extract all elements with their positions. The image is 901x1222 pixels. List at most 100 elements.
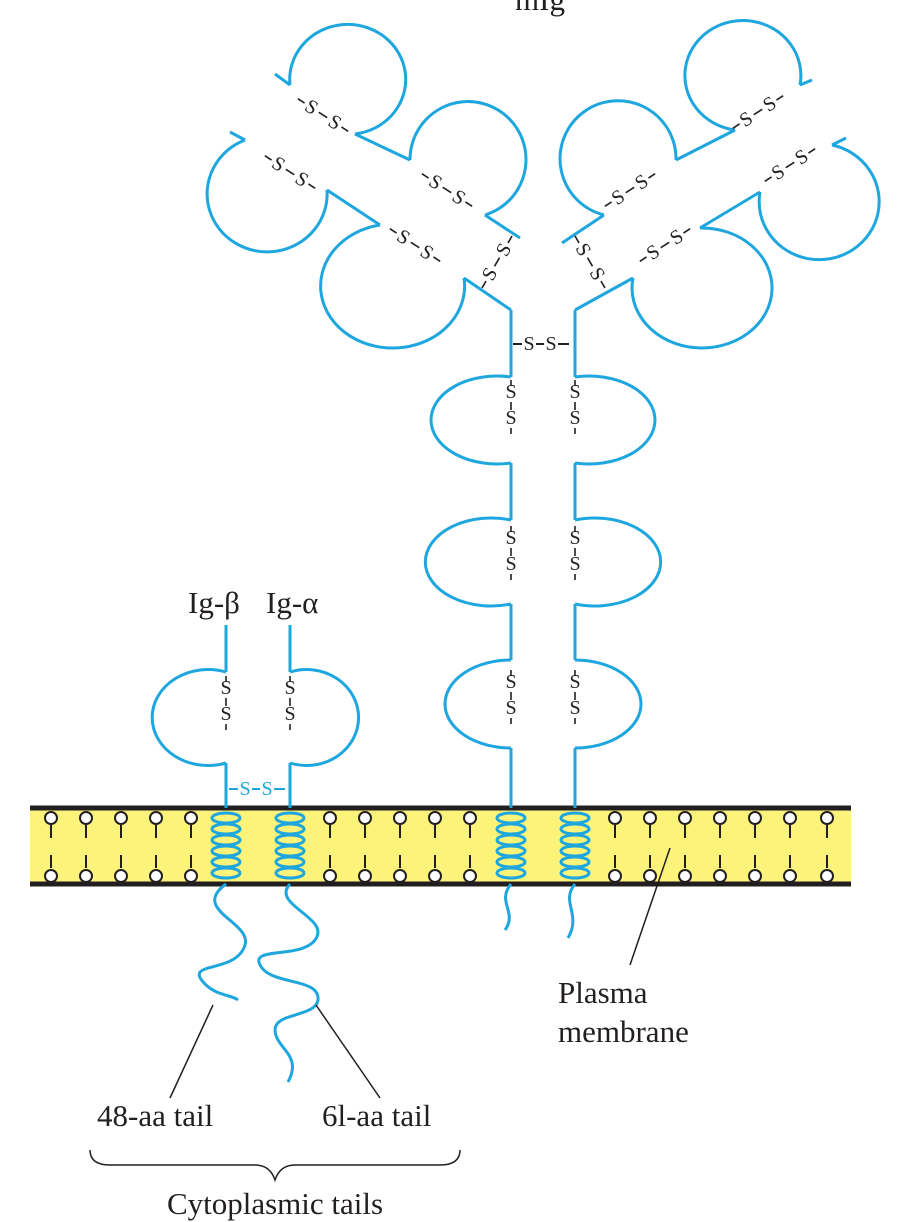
lipid-head xyxy=(184,811,198,825)
sulfur-atom: S xyxy=(569,381,580,403)
mig-left-short-tail xyxy=(503,883,513,931)
heavy-arm-left-tip xyxy=(229,130,246,142)
light-chain-right-base xyxy=(561,213,605,245)
heavy-domain-right-2 xyxy=(574,516,663,608)
bond-dash xyxy=(776,94,784,101)
annotations: Plasma membrane 48-aa tail 6l-aa tail Cy… xyxy=(89,847,689,1221)
ig-alpha-beta-heterodimer: Ig-β Ig-α xyxy=(150,585,360,1083)
bond-dash xyxy=(341,126,349,133)
ig-beta-transmembrane-helix xyxy=(210,811,242,880)
sulfur-atom: S xyxy=(571,240,596,261)
heavy-domain-left-3 xyxy=(443,658,512,750)
bond-dash xyxy=(625,186,635,194)
bond-dash xyxy=(574,235,580,244)
lipid-head xyxy=(149,869,163,883)
sulfur-atom: S xyxy=(569,527,580,549)
light-chain-left-base xyxy=(484,213,521,240)
sulfur-atom: S xyxy=(791,145,812,170)
bond-dash xyxy=(389,227,397,234)
heavy-arm-left-domain-1 xyxy=(319,223,467,350)
lipid-head xyxy=(358,811,372,825)
arm-disulfide: SS xyxy=(389,225,441,265)
light-chain-left-domain-2 xyxy=(288,22,408,136)
lipid-head xyxy=(463,869,477,883)
bond-dash xyxy=(421,172,429,179)
sulfur-atom: S xyxy=(666,225,687,250)
lipid-head xyxy=(358,869,372,883)
lipid-head xyxy=(713,811,727,825)
lipid-head xyxy=(393,869,407,883)
alpha-beta-sulfur-atom: S xyxy=(261,778,272,800)
bond-dash xyxy=(493,257,501,267)
sulfur-atom: S xyxy=(505,527,516,549)
sulfur-atom: S xyxy=(505,553,516,575)
ig-alpha-transmembrane-helix xyxy=(274,811,306,880)
light-chain-right-mid xyxy=(675,128,736,162)
heavy-domain-right-3 xyxy=(574,658,643,750)
ig-beta-cytoplasmic-tail xyxy=(197,882,247,1002)
light-chain-right-domain-2 xyxy=(683,19,803,132)
lipid-head xyxy=(783,869,797,883)
ig-beta-domain xyxy=(150,668,227,767)
tail-61-label: 6l-aa tail xyxy=(322,1098,431,1133)
arm-disulfide: SS xyxy=(264,152,316,192)
heavy-domain-right-1 xyxy=(574,374,657,466)
light-chain-left-mid xyxy=(354,132,411,162)
interchain-sulfur-atom: S xyxy=(523,333,534,355)
lipid-head xyxy=(79,811,93,825)
helix-turn xyxy=(559,866,591,880)
heavy-arm-left-domain-2 xyxy=(205,138,329,254)
lipid-head xyxy=(608,811,622,825)
lipid-head xyxy=(748,869,762,883)
plasma-membrane xyxy=(30,805,851,887)
bond-dash xyxy=(481,280,487,289)
sulfur-atom: S xyxy=(759,92,780,117)
sulfur-atom: S xyxy=(220,677,231,699)
sulfur-atom: S xyxy=(608,185,629,210)
sulfur-atom: S xyxy=(569,553,580,575)
helix-turn xyxy=(274,866,306,880)
lipid-head xyxy=(428,811,442,825)
mig-right-transmembrane-helix xyxy=(559,811,591,880)
lipid-head xyxy=(323,869,337,883)
arm-disulfide: SS xyxy=(478,235,516,289)
mig-label: mIg xyxy=(515,0,565,17)
ig-alpha-label: Ig-α xyxy=(266,585,318,620)
bond-dash xyxy=(507,235,513,244)
sulfur-atom: S xyxy=(505,381,516,403)
lipid-head xyxy=(149,811,163,825)
light-chain-left-tip xyxy=(274,72,291,87)
lipid-head xyxy=(608,869,622,883)
lipid-head xyxy=(713,869,727,883)
arm-disulfide: SS xyxy=(732,92,784,132)
heavy-domain-left-1 xyxy=(429,374,512,466)
cytoplasmic-tails-label: Cytoplasmic tails xyxy=(167,1186,383,1221)
membrane-label-line-2: membrane xyxy=(558,1014,689,1049)
bond-dash xyxy=(433,256,441,263)
sulfur-atom: S xyxy=(284,677,295,699)
sulfur-atom: S xyxy=(425,170,446,195)
bond-dash xyxy=(785,161,795,169)
sulfur-atom: S xyxy=(505,697,516,719)
lipid-head xyxy=(820,869,834,883)
bond-dash xyxy=(604,201,612,208)
bond-dash xyxy=(660,241,670,249)
sulfur-atom: S xyxy=(478,264,503,285)
lipid-head xyxy=(79,869,93,883)
heavy-arm-left-base xyxy=(463,276,512,312)
sulfur-atom: S xyxy=(220,703,231,725)
bond-dash xyxy=(442,186,452,194)
lipid-head xyxy=(783,811,797,825)
mig-left-transmembrane-helix xyxy=(495,811,527,880)
lipid-head xyxy=(678,869,692,883)
lipid-head xyxy=(184,869,198,883)
bond-dash xyxy=(764,176,772,183)
membrane-leader-line xyxy=(629,847,671,966)
bond-dash xyxy=(318,111,328,119)
sulfur-atom: S xyxy=(569,671,580,693)
bond-dash xyxy=(285,168,295,176)
lipid-head xyxy=(428,869,442,883)
mig-right-short-tail xyxy=(566,883,577,939)
bond-dash xyxy=(732,123,740,130)
